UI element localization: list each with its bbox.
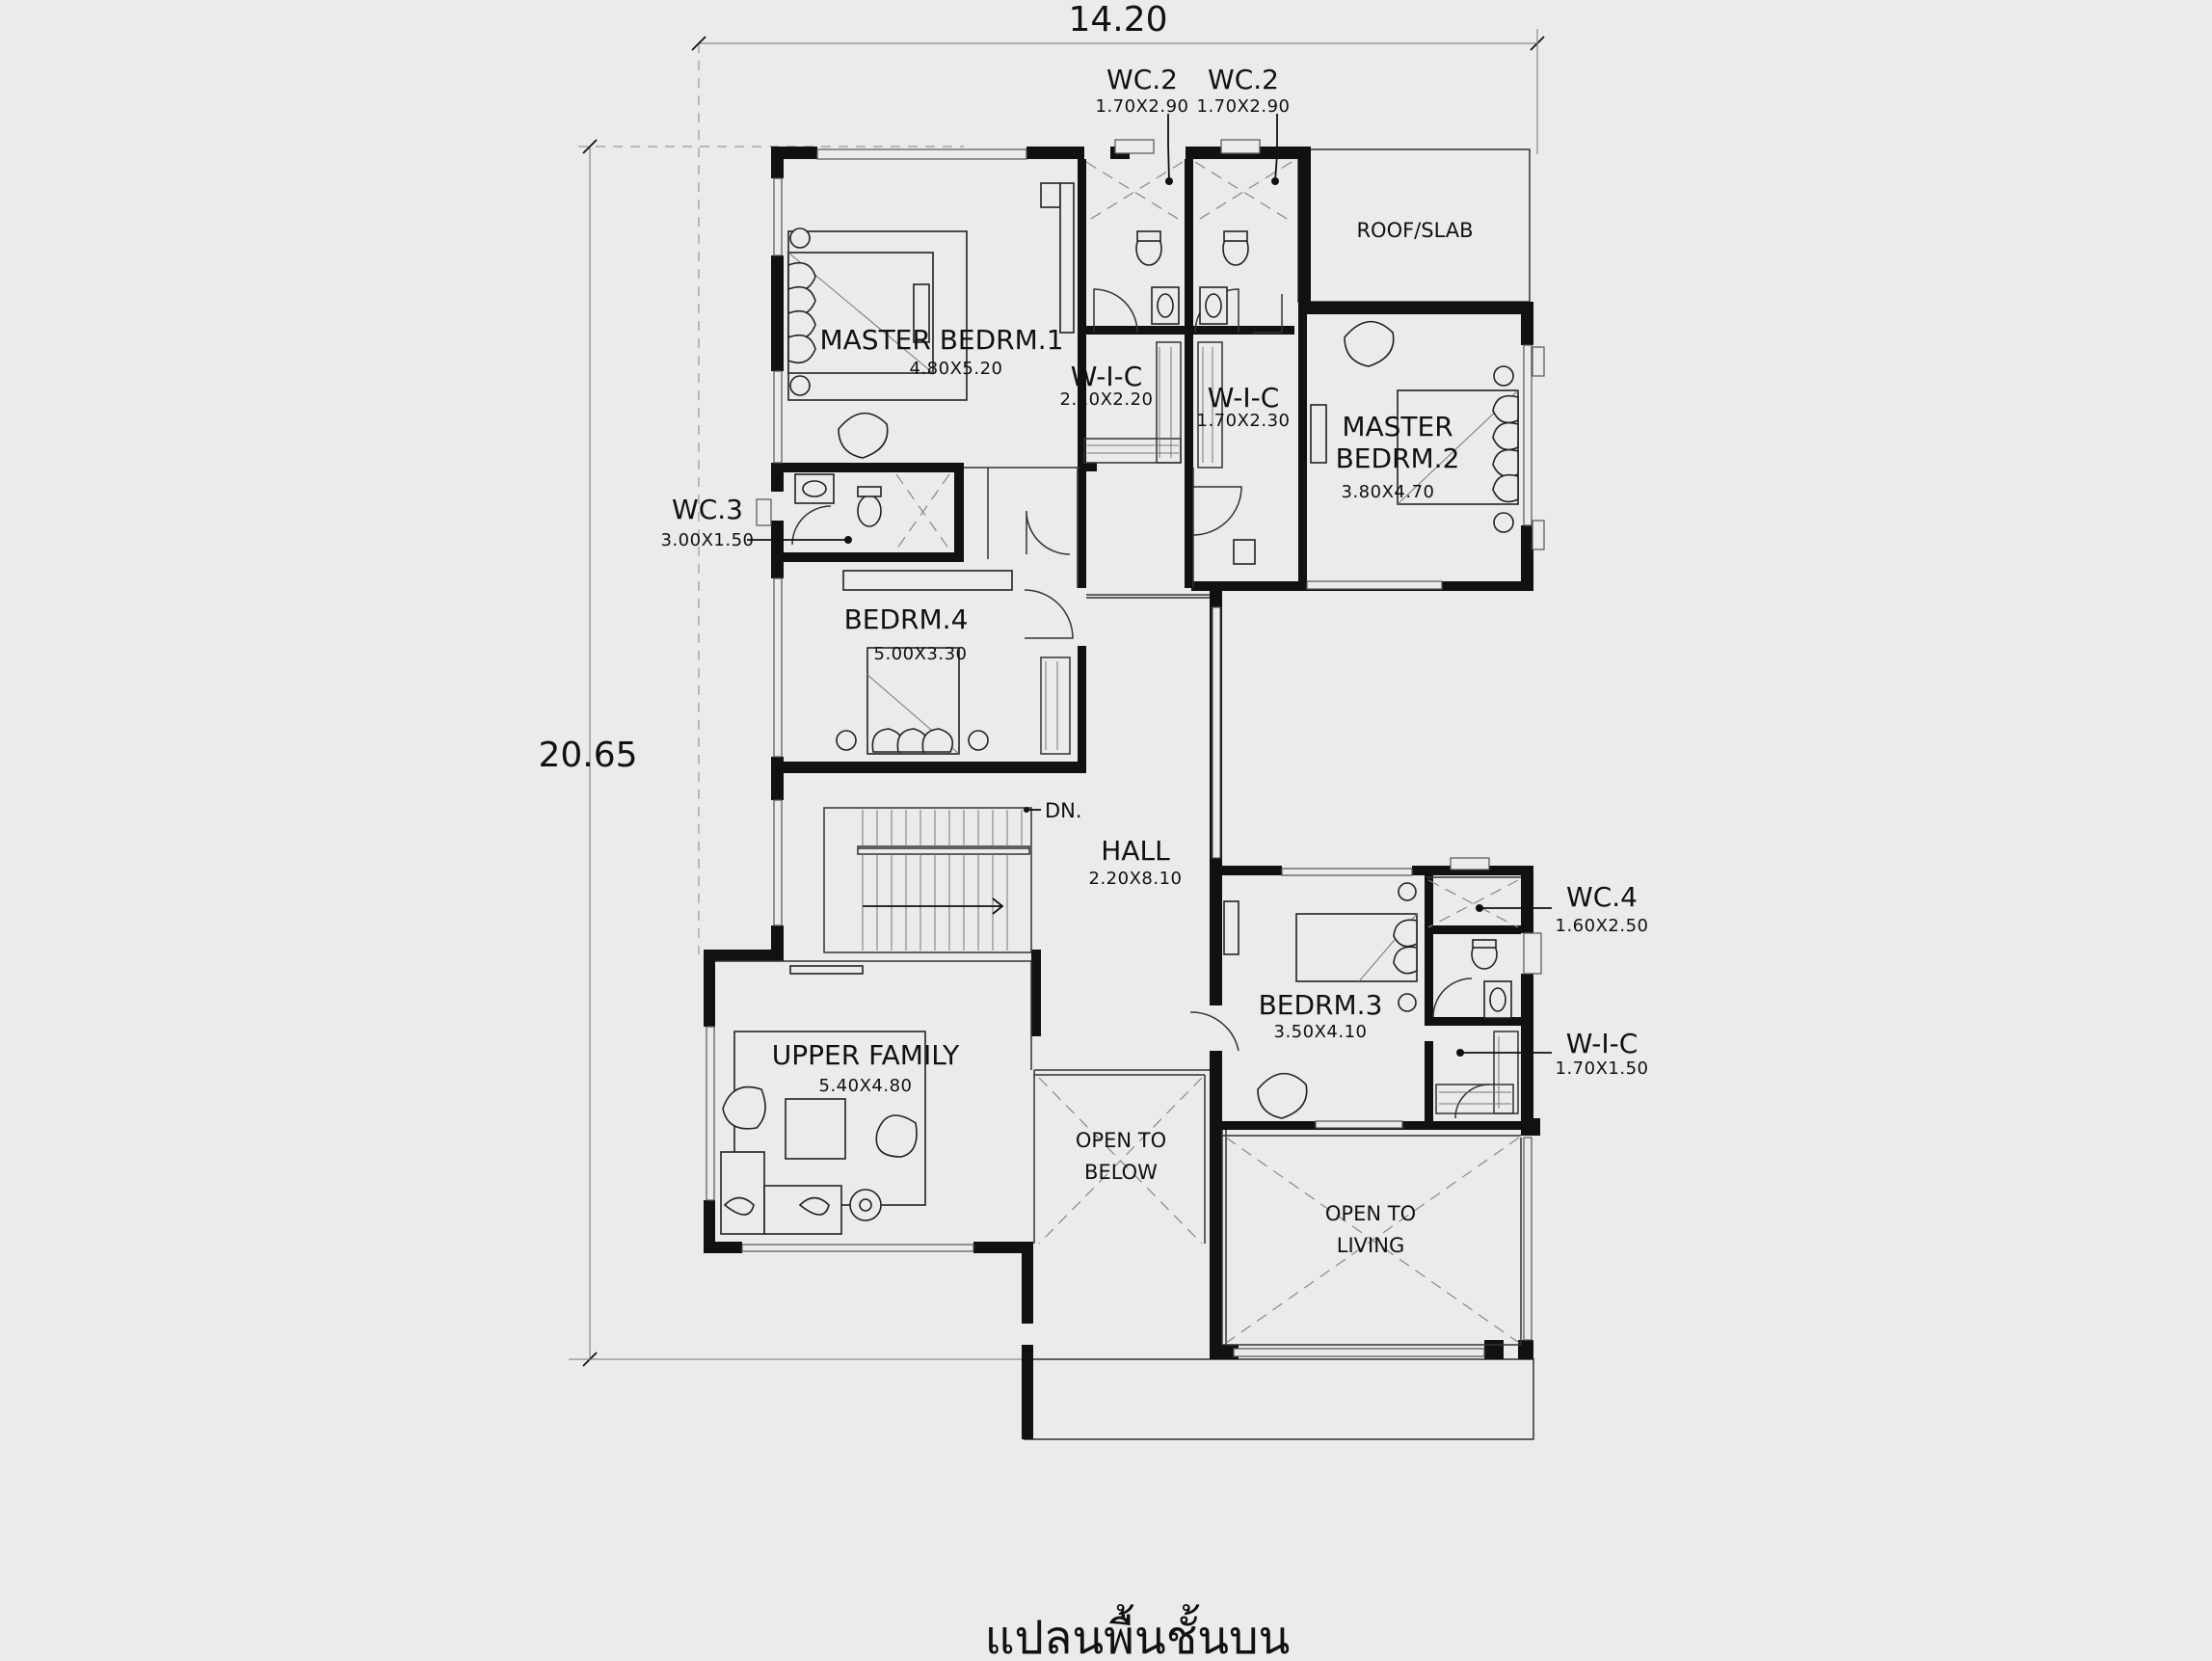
bedroom-4-furniture [836, 570, 1013, 755]
master-bedroom-1-size: 4.80X5.20 [910, 359, 1003, 379]
leader-lines [747, 114, 1552, 1057]
upper-family-name: UPPER FAMILY [772, 1039, 960, 1071]
master-bedroom-2-furniture [1233, 320, 1519, 565]
windows [706, 139, 1545, 1357]
walls [704, 147, 1540, 1439]
height-dimension: 20.65 [538, 736, 637, 775]
master-bedroom-1-furniture [787, 182, 1075, 459]
stair [823, 807, 1041, 953]
open-below-line-2: BELOW [1084, 1161, 1158, 1184]
wic-hangers [1040, 341, 1519, 1114]
hall-name: HALL [1101, 835, 1170, 867]
roof-outline [1024, 148, 1534, 1440]
open-below-line-1: OPEN TO [1076, 1129, 1166, 1152]
wic-2-size: 1.70X2.30 [1197, 411, 1291, 431]
wic-3-name: W-I-C [1566, 1028, 1639, 1059]
wc4-size: 1.60X2.50 [1556, 916, 1649, 936]
wc2-right-name: WC.2 [1208, 64, 1279, 95]
master-bedroom-1-name: MASTER BEDRM.1 [819, 324, 1063, 356]
wc3-fixtures [794, 473, 882, 527]
bedroom-4-size: 5.00X3.30 [874, 644, 968, 664]
wic-1-name: W-I-C [1071, 361, 1143, 392]
wc2-fixtures [1135, 230, 1249, 325]
upper-family-furniture [720, 965, 926, 1235]
bedroom-3-name: BEDRM.3 [1259, 989, 1383, 1021]
plan-caption: แปลนพื้นชั้นบน [985, 1604, 1291, 1661]
stair-down-label: DN. [1045, 799, 1082, 822]
wc3-size: 3.00X1.50 [661, 530, 755, 550]
wc2-right-size: 1.70X2.90 [1197, 96, 1291, 117]
roof-slab-label: ROOF/SLAB [1356, 219, 1473, 242]
master-bedroom-2-size: 3.80X4.70 [1342, 482, 1435, 502]
wc4-name: WC.4 [1566, 881, 1638, 913]
wic-1-size: 2.10X2.20 [1060, 389, 1154, 410]
bedroom-3-size: 3.50X4.10 [1274, 1022, 1368, 1042]
open-living-line-1: OPEN TO [1325, 1202, 1416, 1225]
upper-family-size: 5.40X4.80 [819, 1076, 913, 1096]
wc2-left-size: 1.70X2.90 [1096, 96, 1189, 117]
wic-3-size: 1.70X1.50 [1556, 1058, 1649, 1079]
master-bedroom-2-name-1: MASTER [1342, 411, 1452, 442]
open-areas [895, 161, 1520, 1344]
wic-2-name: W-I-C [1208, 382, 1280, 414]
width-dimension: 14.20 [1068, 0, 1167, 40]
bedroom-4-name: BEDRM.4 [844, 603, 969, 635]
bedroom-3-furniture [1223, 882, 1512, 1119]
master-bedroom-2-name-2: BEDRM.2 [1336, 442, 1460, 474]
wc2-left-name: WC.2 [1106, 64, 1178, 95]
open-living-line-2: LIVING [1337, 1234, 1404, 1257]
room-labels: MASTER BEDRM.1 4.80X5.20 WC.2 1.70X2.90 … [661, 64, 1649, 1257]
hall-size: 2.20X8.10 [1089, 869, 1183, 889]
interior-lines [715, 467, 1522, 1346]
wc3-name: WC.3 [672, 494, 743, 525]
